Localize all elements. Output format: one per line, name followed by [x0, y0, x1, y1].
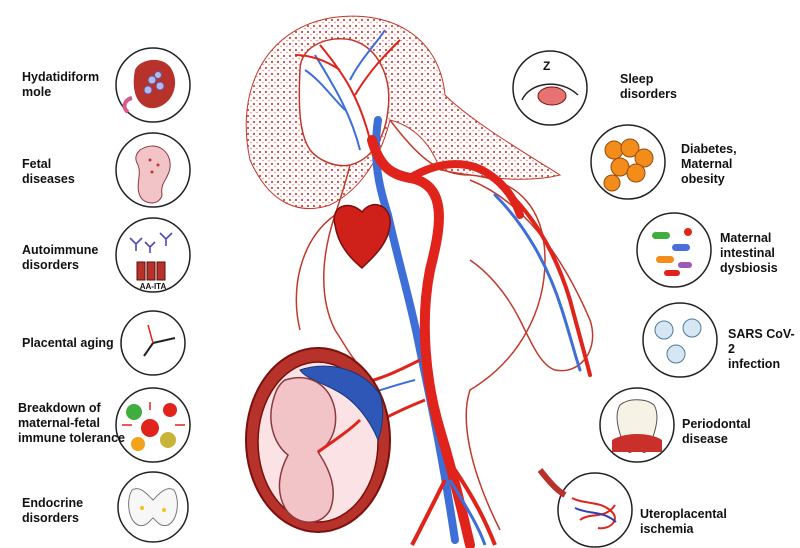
- tooth-icon: [599, 387, 675, 463]
- fetus: [270, 376, 337, 523]
- microbiota-icon: [636, 212, 712, 288]
- heart: [333, 203, 391, 270]
- vein-arm: [493, 193, 582, 372]
- immune-cells-icon: [115, 387, 191, 463]
- label-placental-aging: Placental aging: [22, 336, 114, 350]
- label-endocrine-disorders: Endocrine disorders: [22, 496, 84, 525]
- vein-head: [304, 29, 386, 151]
- label-uteroplacental-ischemia: Uteroplacental ischemia: [640, 507, 727, 536]
- hydatidiform-mole-icon: [115, 47, 191, 123]
- aa-ita-text: AA-ITA: [140, 282, 167, 291]
- label-immune-tolerance: Breakdown of maternal-fetal immune toler…: [18, 401, 125, 445]
- label-hydatidiform-mole: Hydatidiform mole: [22, 70, 100, 99]
- virus-icon: [642, 302, 718, 378]
- artery-leg: [410, 468, 497, 546]
- label-autoimmune-disorders: Autoimmune disorders: [22, 243, 99, 272]
- autoimmune-disorders-icon: AA-ITA: [115, 217, 191, 293]
- label-diabetes-obesity: Diabetes, Maternal obesity: [681, 142, 737, 186]
- vein-leg: [448, 479, 487, 546]
- clock-icon: [120, 310, 186, 376]
- label-sars-cov-2: SARS CoV-2 infection: [728, 327, 795, 371]
- label-sleep-disorders: Sleep disorders: [620, 72, 677, 101]
- umbilical-cord: [317, 418, 362, 454]
- label-periodontal-disease: Periodontal disease: [682, 417, 751, 446]
- svg-text:Z: Z: [543, 59, 550, 73]
- thyroid-icon: [117, 471, 189, 543]
- ischemia-icon: [537, 468, 633, 548]
- label-fetal-diseases: Fetal diseases: [22, 157, 75, 186]
- artery-head: [294, 39, 401, 141]
- label-intestinal-dysbiosis: Maternal intestinal dysbiosis: [720, 231, 778, 275]
- fetal-diseases-icon: [115, 132, 191, 208]
- artery-arm: [498, 183, 592, 377]
- sleep-icon: Z: [512, 50, 588, 126]
- fat-cells-icon: [590, 124, 666, 200]
- placenta: [299, 365, 384, 442]
